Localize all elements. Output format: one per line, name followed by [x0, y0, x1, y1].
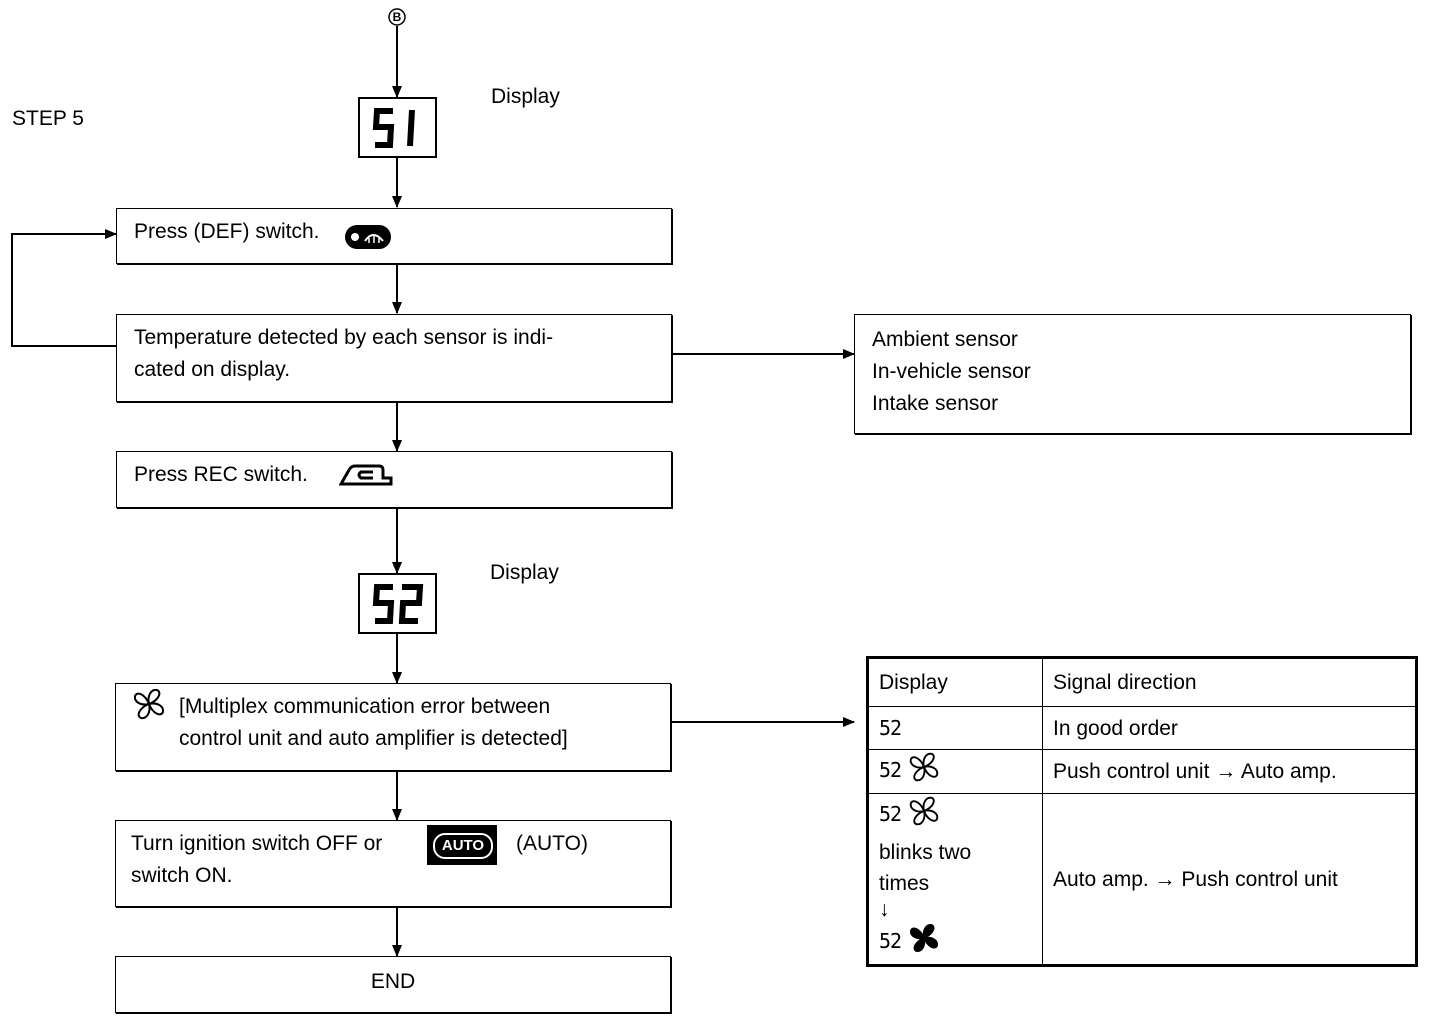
table-header-display: Display — [867, 657, 1043, 707]
ignition-line-1b: (AUTO) — [516, 832, 588, 855]
end-box: END — [115, 956, 671, 1013]
display-code-box-51 — [358, 97, 437, 158]
sensor-ambient: Ambient sensor — [872, 328, 1018, 351]
temperature-line-2: cated on display. — [134, 358, 291, 381]
table-header-row: Display Signal direction — [867, 657, 1417, 707]
display-label-1: Display — [491, 85, 560, 108]
fan-outline-icon — [907, 750, 941, 793]
table-row: 52 blinks two times ↓ 52 — [867, 793, 1417, 966]
press-rec-text: Press REC switch. — [134, 463, 308, 486]
multiplex-line-2: control unit and auto amplifier is detec… — [179, 727, 568, 750]
display-label-2: Display — [490, 561, 559, 584]
display-code-box-52 — [358, 573, 437, 634]
connector-label: B — [392, 10, 402, 24]
signal-direction-cell: Auto amp. → Push control unit — [1042, 793, 1417, 966]
fan-outline-icon — [131, 686, 167, 727]
fan-outline-icon — [907, 794, 941, 837]
ignition-line-1a: Turn ignition switch OFF or — [131, 832, 383, 855]
step-label: STEP 5 — [12, 107, 84, 130]
down-arrow: ↓ — [879, 898, 890, 921]
table-header-signal: Signal direction — [1042, 657, 1417, 707]
multiplex-line-1: [Multiplex communication error between — [179, 695, 551, 718]
end-text: END — [370, 970, 416, 993]
sensor-intake: Intake sensor — [872, 392, 999, 415]
press-def-box: Press (DEF) switch. — [116, 208, 672, 264]
connector-circle — [388, 8, 406, 26]
sensor-list-box: Ambient sensor In-vehicle sensor Intake … — [854, 314, 1411, 434]
display-code: 52 — [879, 802, 902, 827]
def-switch-icon — [345, 225, 391, 254]
fan-solid-icon — [907, 921, 941, 964]
ignition-line-2: switch ON. — [131, 864, 233, 887]
table-row: 52 In good order — [867, 706, 1417, 750]
seven-segment-51 — [372, 108, 415, 148]
auto-badge: AUTO — [433, 833, 493, 859]
ignition-box: Turn ignition switch OFF or AUTO (AUTO) … — [115, 820, 671, 907]
signal-direction-cell: Push control unit → Auto amp. — [1042, 749, 1417, 794]
rec-switch-icon — [338, 462, 393, 493]
display-code: 52 — [879, 715, 902, 740]
table-row: 52 Push control unit → Auto amp. — [867, 749, 1417, 794]
press-rec-box: Press REC switch. — [116, 451, 672, 508]
temperature-line-1: Temperature detected by each sensor is i… — [134, 326, 554, 349]
press-def-text: Press (DEF) switch. — [134, 220, 320, 243]
blink-note-1: blinks two — [879, 841, 972, 864]
display-code: 52 — [879, 929, 902, 954]
blink-note-2: times — [879, 872, 930, 895]
temperature-box: Temperature detected by each sensor is i… — [116, 314, 672, 402]
auto-switch-icon: AUTO — [427, 825, 497, 865]
seven-segment-52 — [372, 584, 424, 624]
sensor-in-vehicle: In-vehicle sensor — [872, 360, 1031, 383]
signal-direction-cell: In good order — [1042, 706, 1417, 750]
multiplex-error-box: [Multiplex communication error between c… — [115, 683, 671, 771]
signal-direction-table: Display Signal direction 52 In good orde… — [866, 656, 1418, 967]
display-code: 52 — [879, 758, 902, 783]
